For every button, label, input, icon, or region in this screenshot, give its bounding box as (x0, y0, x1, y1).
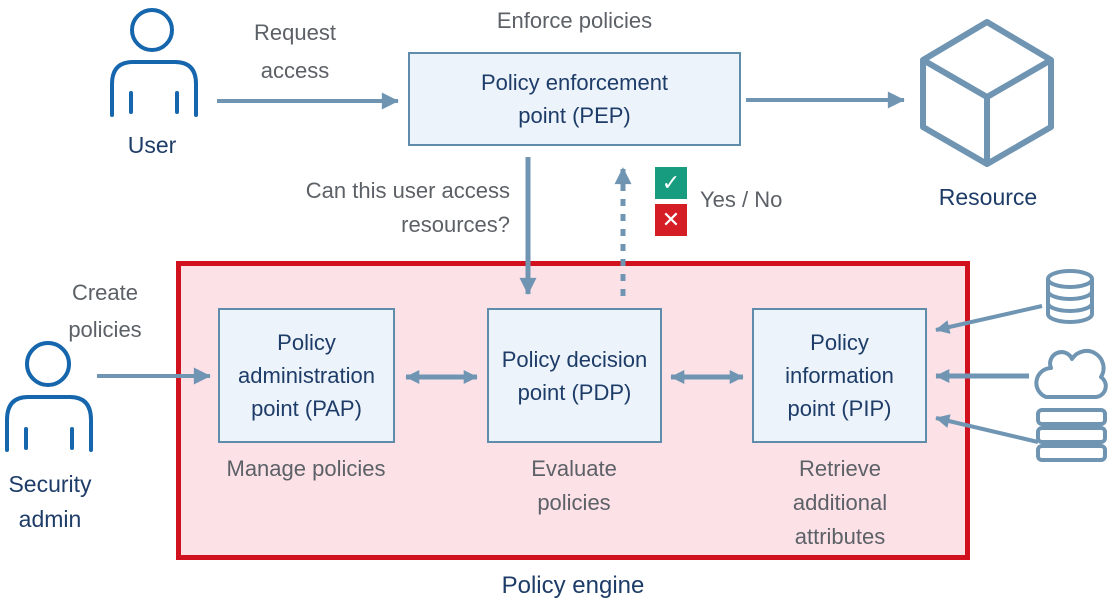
pip-box: Policy information point (PIP) (752, 308, 927, 443)
pip-label: Policy information point (PIP) (785, 330, 894, 421)
yes-check-icon: ✓ (655, 167, 687, 199)
security-admin-person-icon (5, 341, 93, 452)
enforce-policies-label: Enforce policies (496, 8, 653, 33)
pap-label: Policy administration point (PAP) (238, 330, 375, 421)
create-policies-label: Create policies (68, 280, 142, 342)
access-question-label: Can this user access resources? (305, 178, 510, 237)
pep-label: Policy enforcement point (PEP) (480, 70, 669, 128)
server-stack-icon (1036, 408, 1107, 462)
cloud-icon (1034, 348, 1108, 399)
pdp-caption: Evaluate policies (531, 456, 617, 515)
pap-box: Policy administration point (PAP) (218, 308, 395, 443)
cross-glyph: ✕ (661, 207, 681, 233)
request-access-label: Request access (254, 20, 336, 83)
pdp-box: Policy decision point (PDP) (487, 308, 662, 443)
pep-box: Policy enforcement point (PEP) (408, 52, 741, 146)
cube-icon (920, 19, 1054, 167)
security-admin-label: Security admin (8, 471, 92, 532)
pap-caption: Manage policies (226, 456, 386, 481)
user-label: User (127, 132, 177, 158)
arrow-database-to-pip (935, 304, 1043, 334)
user-person-icon (110, 8, 198, 117)
pdp-label: Policy decision point (PDP) (501, 346, 648, 405)
resource-label: Resource (938, 184, 1038, 210)
database-icon (1046, 269, 1094, 324)
yes-no-label: Yes / No (700, 187, 783, 212)
no-cross-icon: ✕ (655, 204, 687, 236)
policy-engine-label: Policy engine (501, 572, 645, 599)
arrow-stack-to-pip (935, 414, 1039, 444)
check-glyph: ✓ (661, 170, 681, 196)
pip-caption: Retrieve additional attributes (792, 456, 888, 549)
